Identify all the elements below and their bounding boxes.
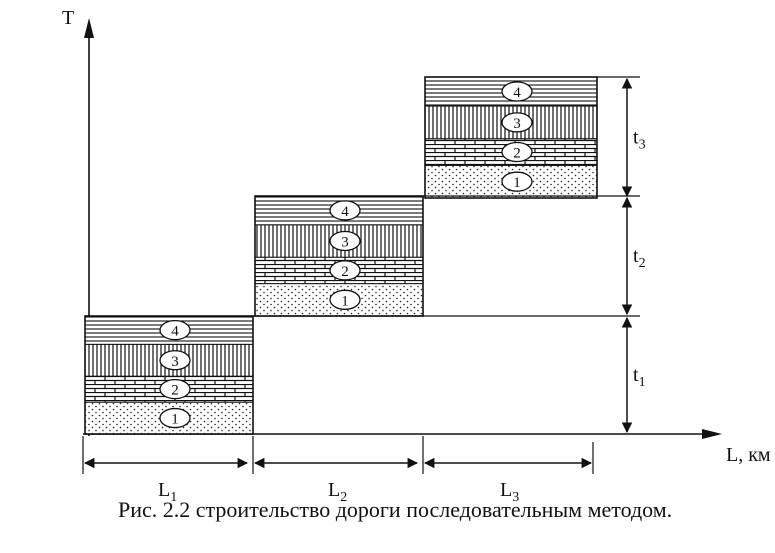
layer-number-label: 3	[513, 116, 521, 132]
layer-number-label: 3	[341, 235, 349, 251]
x-axis-label: L, км	[726, 444, 771, 466]
time-label: t3	[633, 127, 646, 153]
layer-number-badge	[501, 171, 533, 192]
length-label: L2	[328, 479, 347, 505]
layer-number-badge	[329, 289, 361, 310]
layer-number-badge	[501, 141, 533, 163]
layer-number-label: 3	[171, 354, 179, 370]
length-dimension-1: L1	[82, 436, 249, 505]
layer-number-badge	[159, 379, 191, 400]
time-dimension-1: t1	[253, 315, 646, 434]
y-axis-label: T	[62, 7, 74, 29]
x-axis-arrow-icon	[702, 429, 722, 439]
layer-number-label: 4	[341, 204, 349, 220]
time-dimension-2: t2	[423, 195, 646, 316]
layer-number-badge	[159, 350, 191, 371]
layer-number-label: 2	[513, 146, 521, 162]
road-section-2: 1 2 3 4	[254, 195, 424, 317]
length-dimension-2: L2	[252, 436, 419, 505]
time-dimension-3: t3	[597, 76, 646, 198]
time-label: t1	[633, 364, 646, 390]
length-label: L1	[158, 479, 177, 505]
y-axis-arrow-icon	[84, 18, 94, 38]
layer-number-label: 2	[341, 264, 349, 280]
layer-number-badge	[329, 200, 361, 221]
layer-number-label: 1	[513, 175, 521, 191]
layer-number-label: 4	[513, 85, 521, 101]
road-section-1: 1 2 3 4	[84, 315, 254, 435]
road-section-3: 1 2 3 4	[424, 76, 598, 199]
layer-number-badge	[329, 230, 361, 252]
layer-number-badge	[501, 81, 533, 102]
layer-number-label: 1	[341, 293, 349, 309]
blocks-layer: 1 2 3 4 1 2 3 4 1 2 3 4	[84, 76, 598, 435]
layer-number-badge	[159, 407, 191, 429]
layer-number-label: 4	[171, 324, 179, 340]
time-label: t2	[633, 245, 646, 271]
layer-number-label: 2	[171, 383, 179, 399]
figure-caption: Рис. 2.2 строительство дороги последоват…	[118, 497, 673, 522]
layer-number-badge	[159, 320, 191, 341]
section-3-outline	[424, 76, 598, 199]
layer-number-badge	[501, 112, 533, 133]
layer-number-label: 1	[171, 412, 179, 428]
section-1-outline	[84, 315, 254, 435]
length-dimension-3: L3	[422, 436, 594, 505]
length-label: L3	[500, 479, 519, 505]
layer-number-badge	[329, 260, 361, 281]
